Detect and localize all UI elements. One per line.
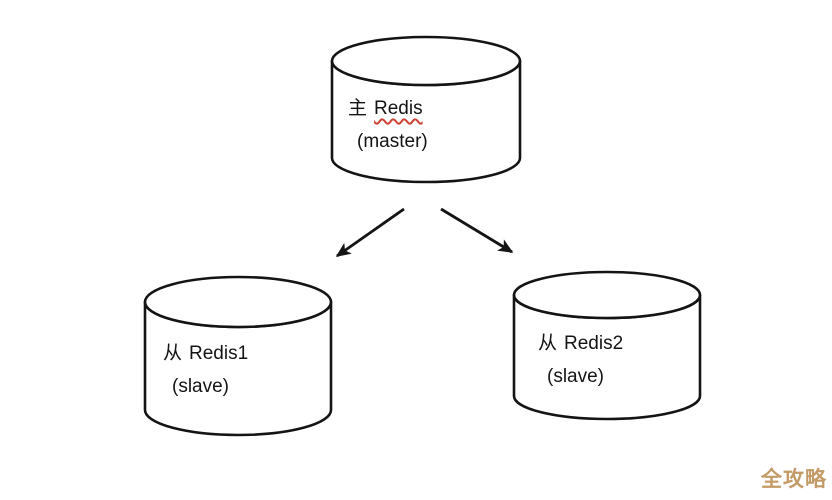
master-db-name: Redis — [374, 98, 423, 119]
slave2-db-name: Redis2 — [564, 333, 624, 354]
master-db-cylinder — [330, 35, 522, 184]
arrow-master-to-slave2 — [440, 207, 514, 254]
slave2-role-en: (slave) — [547, 366, 605, 387]
master-db-title: 主 Redis — [348, 92, 428, 125]
slave1-db-cylinder — [143, 275, 333, 437]
slave1-db-cylinder-top — [143, 275, 333, 329]
slave2-db-label: 从 Redis2 (slave) — [538, 327, 623, 393]
master-role-cn: 主 — [348, 98, 368, 119]
slave2-db-cylinder — [512, 270, 702, 421]
slave2-db-title: 从 Redis2 — [538, 327, 623, 360]
arrow-master-to-slave1 — [335, 207, 405, 258]
slave1-role-cn: 从 — [163, 343, 183, 364]
master-db-cylinder-top — [330, 35, 522, 87]
slave2-db-cylinder-top — [512, 270, 702, 320]
slave2-role-cn: 从 — [538, 333, 558, 354]
master-role-en: (master) — [357, 131, 428, 152]
master-db-label: 主 Redis (master) — [348, 92, 428, 158]
slave1-db-name: Redis1 — [189, 343, 249, 364]
slave1-db-title: 从 Redis1 — [163, 337, 248, 370]
slave1-db-label: 从 Redis1 (slave) — [163, 337, 248, 403]
watermark-text: 全攻略 — [761, 468, 827, 491]
slave1-role-en: (slave) — [172, 376, 230, 397]
